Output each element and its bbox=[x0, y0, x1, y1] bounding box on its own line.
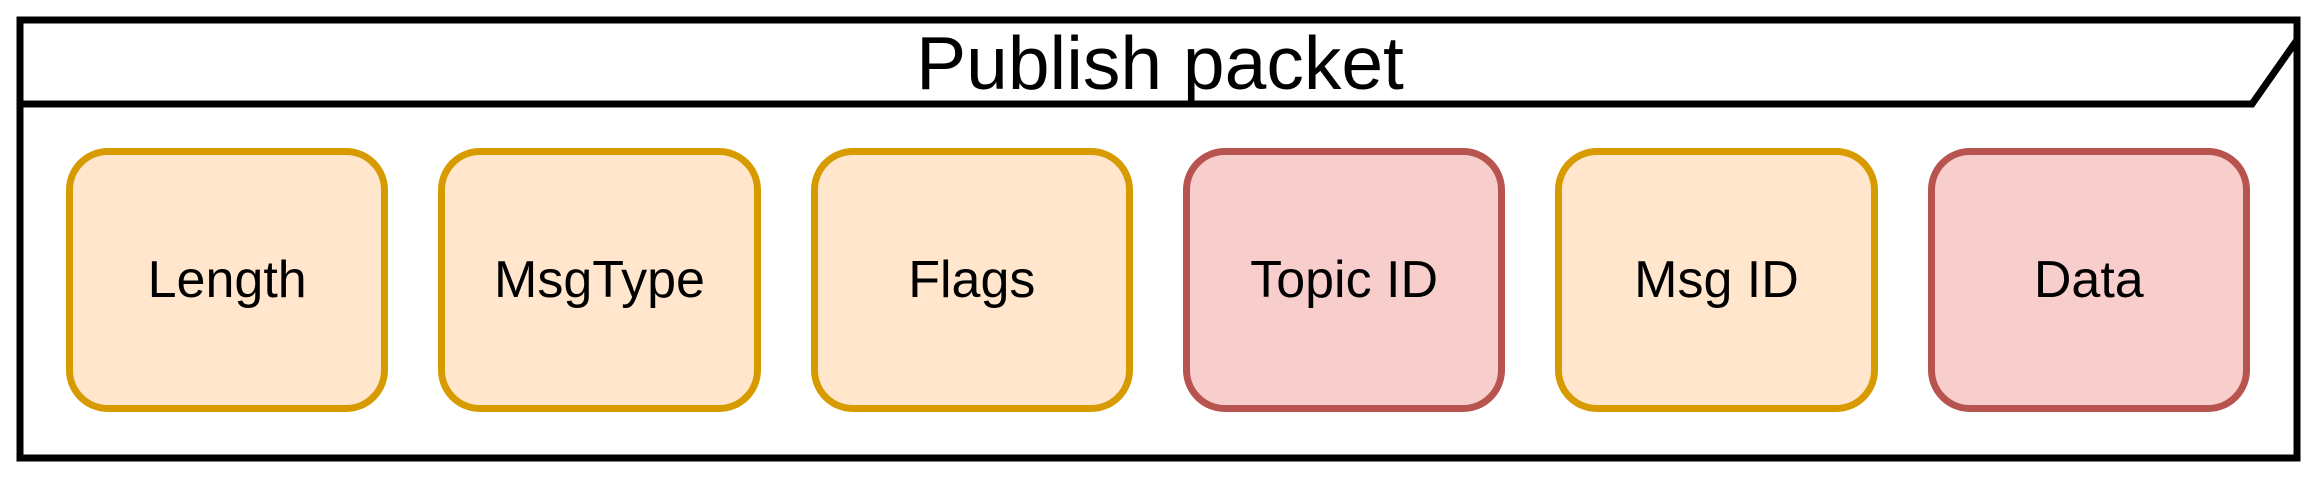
packet-field-box: Data bbox=[1927, 148, 2250, 412]
packet-field-box: Flags bbox=[810, 148, 1133, 412]
packet-field-label: MsgType bbox=[494, 251, 705, 309]
packet-fields-row: Length MsgType Flags Topic ID Msg ID Dat… bbox=[66, 148, 2250, 412]
packet-field-label: Flags bbox=[908, 251, 1036, 309]
packet-field-box: Msg ID bbox=[1555, 148, 1878, 412]
packet-field-box: Length bbox=[66, 148, 389, 412]
packet-field-box: MsgType bbox=[438, 148, 761, 412]
packet-field-label: Msg ID bbox=[1634, 251, 1799, 309]
packet-title: Publish packet bbox=[916, 20, 1404, 105]
packet-field-label: Length bbox=[147, 251, 307, 309]
packet-field-label: Data bbox=[2033, 251, 2144, 309]
packet-field-label: Topic ID bbox=[1250, 251, 1439, 309]
packet-field-box: Topic ID bbox=[1182, 148, 1506, 412]
